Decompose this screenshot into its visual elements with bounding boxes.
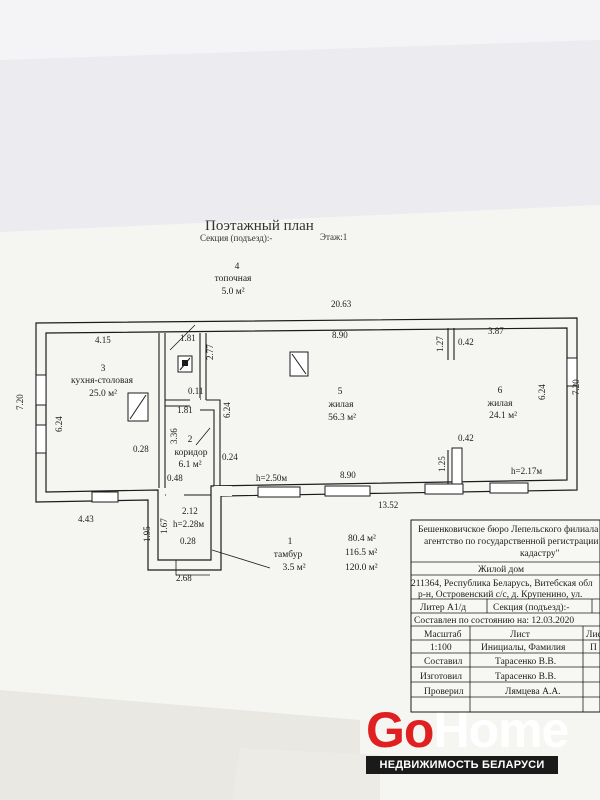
stamp-scale: 1:100 (430, 643, 452, 653)
room2-number: 2 (188, 435, 193, 445)
dim-r6-042b: 0.42 (458, 433, 474, 443)
plan-title: Поэтажный план (205, 218, 314, 234)
dim-corridor-w: 1.81 (177, 405, 193, 415)
dim-vest-bottom: 2.68 (176, 573, 192, 583)
stamp-section: Секция (подъезд):- (493, 602, 569, 613)
room2-area: 6.1 м² (178, 460, 201, 470)
dim-left-height: 7.20 (15, 394, 25, 410)
room1-area: 3.5 м² (282, 563, 305, 573)
dim-r6-127: 1.27 (435, 336, 445, 352)
stamp-initials-header: Инициалы, Фамилия (481, 643, 566, 653)
room4-area: 5.0 м² (221, 287, 244, 297)
dim-right-height: 7.20 (571, 379, 581, 395)
room3-name: кухня-столовая (71, 376, 134, 386)
dim-total-width: 20.63 (331, 299, 352, 309)
stamp-role1: Составил (424, 657, 463, 667)
stamp-name2: Тарасенко В.В. (495, 672, 556, 682)
room6-number: 6 (498, 386, 503, 396)
room1-name: тамбур (274, 549, 303, 560)
area-totals: 80.4 м² 116.5 м² 120.0 м² (345, 534, 378, 573)
logo-home: Home (433, 702, 569, 758)
room-labels: 4 топочная 5.0 м² 3 кухня-столовая 25.0 … (71, 262, 517, 573)
leader-lines (169, 324, 271, 576)
room3-number: 3 (101, 364, 106, 374)
room6-name: жилая (487, 399, 514, 409)
stamp-role2: Изготовил (420, 672, 462, 682)
room5-name: жилая (328, 400, 355, 410)
total-area-2: 116.5 м² (345, 548, 377, 558)
total-area-1: 80.4 м² (348, 534, 376, 544)
dim-corridor-small: 0.11 (188, 386, 203, 396)
stove-fixtures (127, 351, 463, 485)
dim-vest-w: 2.12 (182, 506, 198, 516)
room6-area: 24.1 м² (489, 411, 517, 421)
dim-stove-h: 2.77 (205, 344, 215, 360)
stamp-state: Составлен по состоянию на: 12.03.2020 (414, 616, 574, 626)
dim-bottom-left: 4.43 (78, 514, 94, 524)
stamp-role3: Проверил (424, 687, 464, 697)
dim-bottom-room5: 8.90 (340, 470, 356, 480)
total-area-3: 120.0 м² (345, 563, 378, 573)
stamp-org-line3: кадастру" (520, 549, 560, 559)
room1-number: 1 (288, 537, 293, 547)
stamp-name1: Тарасенко В.В. (495, 657, 556, 667)
dim-h-room5: h=2.50м (256, 473, 287, 483)
dimension-labels: 20.63 4.15 8.90 3.87 7.20 6.24 7.20 6.24… (15, 299, 581, 583)
dim-door-048: 0.48 (167, 473, 183, 483)
dim-left-top: 4.15 (95, 335, 111, 345)
stamp-object: Жилой дом (478, 564, 524, 575)
dim-left-inner: 6.24 (54, 416, 64, 432)
dim-vest-h1: 1.95 (142, 526, 152, 542)
room5-number: 5 (338, 387, 343, 397)
stamp-list-header: Лис (586, 630, 600, 640)
dim-r6-125: 1.25 (437, 456, 447, 472)
dim-h-vest: h=2.28м (173, 519, 204, 529)
stamp-liter: Литер А1/д (420, 603, 466, 613)
dim-r6-042a: 0.42 (458, 337, 474, 347)
room4-number: 4 (235, 262, 240, 272)
dim-room5-side: 6.24 (222, 402, 232, 418)
dim-h-room6: h=2.17м (511, 466, 542, 476)
stamp-scale-header: Масштаб (424, 629, 462, 640)
header-floor: Этаж:1 (320, 232, 347, 242)
logo-wordmark: GoHome (366, 702, 569, 758)
room2-name: коридор (174, 448, 207, 458)
room5-area: 56.3 м² (328, 413, 356, 423)
dim-right-inner: 6.24 (537, 384, 547, 400)
dim-corridor-h: 3.36 (169, 428, 179, 444)
dim-room6-top: 3.87 (488, 326, 504, 336)
dim-vest-h2: 1.67 (159, 518, 169, 534)
stamp-org-line1: Бешенковичское бюро Лепельского филиала (418, 524, 599, 535)
dim-room5-top: 8.90 (332, 330, 348, 340)
dim-door-024: 0.24 (222, 452, 238, 462)
underlying-page (232, 748, 380, 800)
stamp-p: П (590, 643, 597, 653)
gohome-logo: GoHome НЕДВИЖИМОСТЬ БЕЛАРУСИ (362, 702, 569, 776)
stamp-org-line2: агентство по государственной регистрации (424, 536, 598, 547)
stamp-address1: 211364, Республика Беларусь, Витебская о… (411, 578, 593, 589)
title-block: Бешенковичское бюро Лепельского филиала … (410, 519, 600, 713)
door-openings (166, 398, 232, 498)
dim-vest-028: 0.28 (180, 536, 196, 546)
stamp-name3: Лямцева А.А. (505, 687, 561, 697)
room3-area: 25.0 м² (89, 389, 117, 399)
logo-go: Go (366, 702, 434, 758)
stamp-address2: р-н, Островенский с/с, д. Крупенино, ул. (418, 589, 582, 600)
header-section: Секция (подъезд):- (200, 233, 272, 243)
dim-door-028: 0.28 (133, 444, 149, 454)
dim-stove-w: 1.81 (180, 333, 196, 343)
upper-paper-sheet (0, 0, 600, 240)
room4-name: топочная (215, 274, 252, 284)
stamp-sheet-header: Лист (510, 630, 531, 640)
logo-subtitle: НЕДВИЖИМОСТЬ БЕЛАРУСИ (366, 756, 558, 774)
dim-bottom-total: 13.52 (378, 500, 398, 510)
windows (35, 357, 578, 503)
